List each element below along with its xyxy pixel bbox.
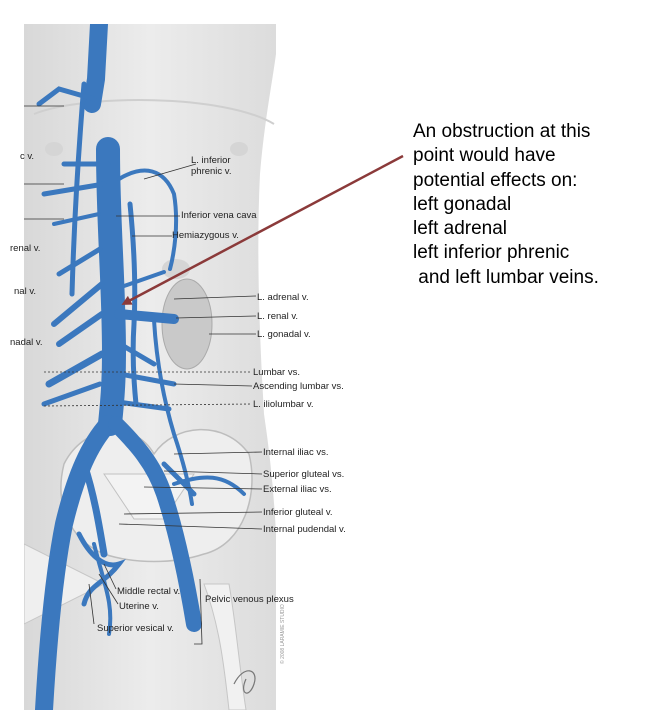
label-cut-2: renal v.: [10, 243, 41, 254]
leader-uterine: [98, 573, 119, 605]
note-line: An obstruction at this: [413, 121, 591, 142]
label-l-inferior-phrenic: L. inferior phrenic v.: [191, 155, 232, 177]
left-lumbar-1: [117, 341, 157, 367]
right-common-iliac: [35, 415, 117, 710]
left-adrenal: [162, 259, 190, 279]
rib-outline: [33, 99, 275, 125]
left-kidney: [161, 278, 213, 370]
label-superior-vesical: Superior vesical v.: [97, 623, 174, 634]
artist-signature: [233, 670, 256, 694]
pelvic-venous-plexus: [76, 531, 126, 607]
left-lumbar-3: [115, 399, 172, 412]
label-cut-3: nal v.: [14, 286, 37, 297]
upper-left-branch: [36, 86, 97, 107]
label-inferior-gluteal: Inferior gluteal v.: [263, 507, 333, 518]
anatomy-illustration: L. inferior phrenic v. Inferior vena cav…: [10, 24, 346, 710]
leader-middle-rectal: [103, 563, 117, 590]
note-line: point would have: [413, 145, 556, 167]
leader-l-iliolumbar: [43, 403, 253, 407]
superior-gluteal-vein: [161, 461, 197, 497]
label-uterine: Uterine v.: [119, 601, 159, 612]
label-inferior-vena-cava: Inferior vena cava: [181, 210, 257, 221]
label-ascending-lumbar: Ascending lumbar vs.: [253, 381, 344, 392]
label-l-adrenal: L. adrenal v.: [257, 292, 309, 303]
internal-iliac-veins: [80, 460, 108, 558]
azygos-vein: [69, 81, 87, 297]
inferior-vena-cava: [96, 137, 127, 436]
leader-inferior-gluteal: [123, 511, 263, 515]
annotation-text: An obstruction at this point would have …: [413, 120, 645, 290]
leader-l-renal: [175, 315, 257, 319]
label-l-gonadal: L. gonadal v.: [257, 329, 311, 340]
note-line: left gonadal: [413, 193, 512, 215]
leader-superior-gluteal: [163, 470, 263, 475]
superior-vena-cava: [83, 24, 108, 113]
left-common-iliac: [108, 416, 202, 632]
leader-superior-vesical: [88, 583, 95, 625]
note-line: and left lumbar veins.: [413, 266, 599, 288]
label-superior-gluteal: Superior gluteal vs.: [263, 469, 345, 480]
left-renal-vein: [114, 309, 179, 324]
label-internal-pudendal: Internal pudendal v.: [263, 524, 346, 535]
nipple-left: [230, 142, 248, 156]
leader-external-iliac: [143, 486, 263, 490]
uterine-vein: [92, 542, 113, 636]
label-cut-1: c v.: [20, 151, 35, 162]
leader-plexus-bracket: [194, 578, 203, 645]
note-line: left adrenal: [413, 218, 508, 240]
external-iliac-veins: [172, 475, 246, 496]
leader-internal-iliac: [173, 451, 263, 455]
label-l-renal: L. renal v.: [257, 311, 299, 322]
copyright-credit: © 2008 LARAMIE STUDIO: [280, 604, 286, 664]
left-gonadal-vein: [152, 318, 194, 506]
label-cut-4: nadal v.: [10, 337, 43, 348]
note-line: potential effects on:: [413, 169, 578, 191]
femur-left: [203, 583, 247, 710]
label-lumbar: Lumbar vs.: [253, 367, 300, 378]
label-hemiazygous: Hemiazygous v.: [172, 230, 239, 241]
leader-internal-pudendal: [118, 523, 263, 530]
leader-ascending-lumbar: [173, 383, 253, 387]
label-internal-iliac: Internal iliac vs.: [263, 447, 329, 458]
right-branch-8: [41, 381, 103, 407]
right-branch-6: [56, 311, 105, 347]
label-pelvic-venous-plexus: Pelvic venous plexus: [205, 594, 294, 605]
label-l-iliolumbar: L. iliolumbar v.: [253, 399, 314, 410]
note-line: left inferior phrenic: [413, 242, 570, 264]
right-branch-5: [51, 281, 105, 327]
label-middle-rectal: Middle rectal v.: [117, 586, 181, 597]
left-lumbar-2: [117, 371, 177, 387]
right-branch-7: [45, 350, 106, 388]
label-external-iliac: External iliac vs.: [263, 484, 332, 495]
nipple-right: [45, 142, 63, 156]
right-branch-4: [56, 246, 103, 277]
right-branch-2: [41, 181, 107, 197]
